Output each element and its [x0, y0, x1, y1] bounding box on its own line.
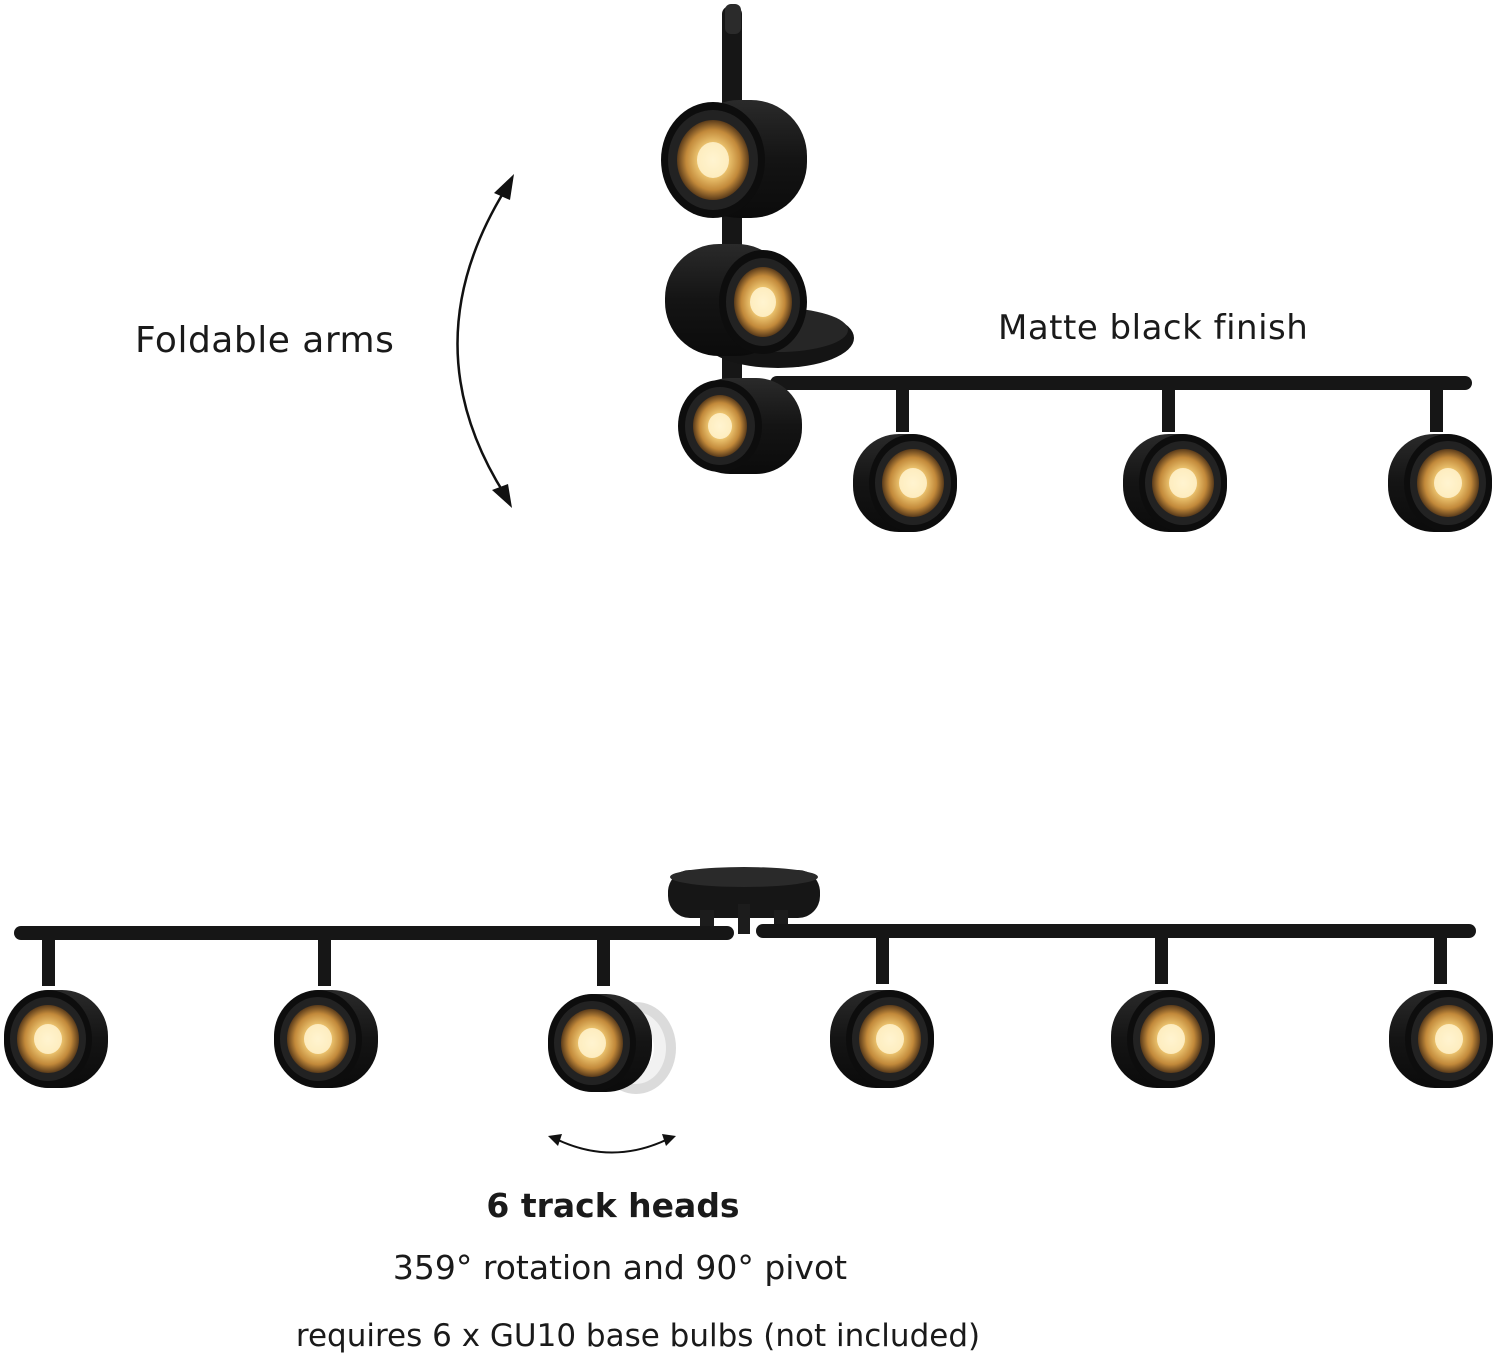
track-head [548, 994, 652, 1092]
track-head [678, 378, 802, 474]
track-head [4, 990, 108, 1088]
curved-double-arrow-icon [456, 174, 514, 508]
track-head [853, 434, 957, 532]
track-head [1123, 434, 1227, 532]
track-head [1388, 434, 1492, 532]
track-head [1111, 990, 1215, 1088]
track-head [274, 990, 378, 1088]
track-heads-label: 6 track heads [486, 1186, 740, 1225]
top-track-bar [770, 376, 1472, 390]
rotation-label: 359° rotation and 90° pivot [392, 1248, 848, 1287]
foldable-arms-label: Foldable arms [135, 320, 395, 361]
extended-fixture [4, 867, 1493, 1094]
bulbs-label: requires 6 x GU10 base bulbs (not includ… [295, 1318, 981, 1354]
left-track-bar [14, 926, 734, 940]
folded-fixture [661, 4, 1492, 532]
track-head [665, 244, 807, 356]
track-head [1389, 990, 1493, 1088]
curved-double-arrow-icon [548, 1134, 676, 1154]
matte-finish-label: Matte black finish [998, 308, 1309, 348]
track-head [661, 100, 807, 218]
track-head [830, 990, 934, 1088]
right-track-bar [756, 924, 1476, 938]
